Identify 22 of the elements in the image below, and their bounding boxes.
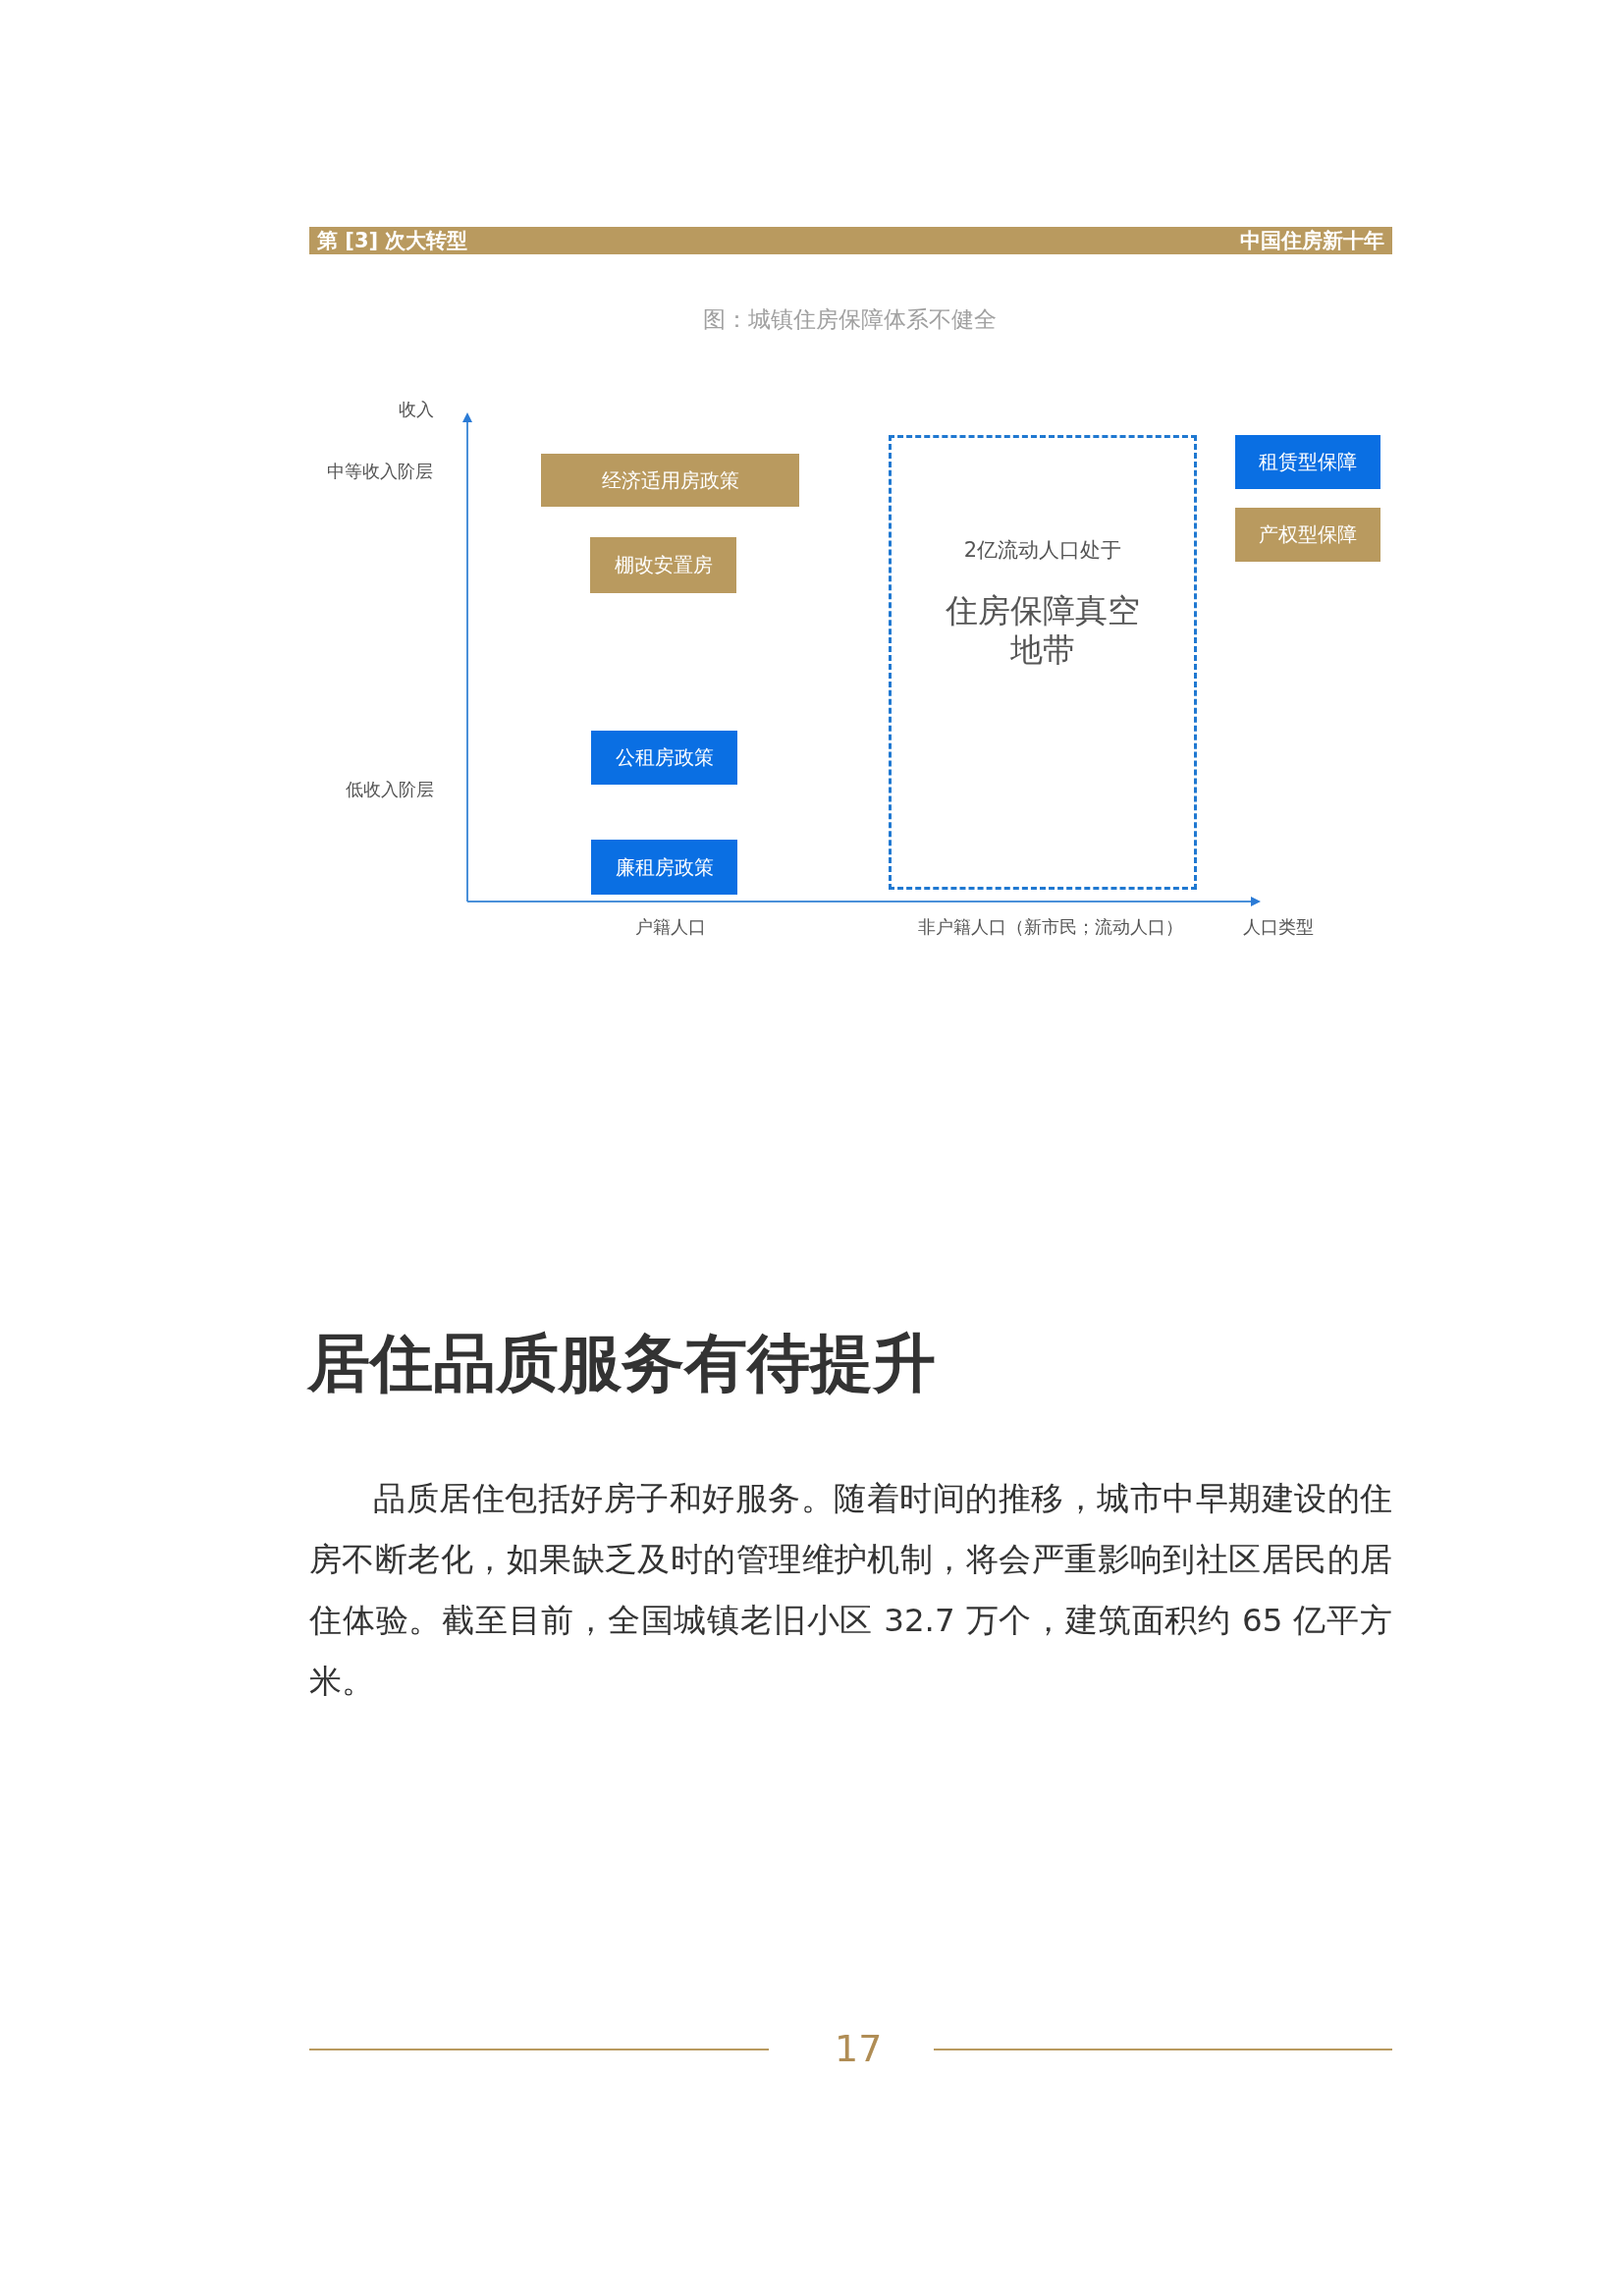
page-number: 17 [835,2027,883,2072]
axis-label: 中等收入阶层 [327,461,433,482]
book-title: 中国住房新十年 [1240,230,1384,251]
policy-box: 公租房政策 [591,731,737,785]
chapter-label: 第 [3] 次大转型 [317,230,468,251]
header-bar [309,227,1392,254]
region-subtitle: 2亿流动人口处于 [963,537,1122,564]
region-heading: 住房保障真空地带 [945,591,1141,671]
axis-label: 人口类型 [1243,916,1314,938]
policy-box: 棚改安置房 [590,537,736,593]
policy-box: 廉租房政策 [591,840,737,895]
policy-box: 产权型保障 [1235,508,1380,562]
section-heading: 居住品质服务有待提升 [307,1326,936,1401]
policy-box: 租赁型保障 [1235,435,1380,489]
axis-label: 户籍人口 [635,916,706,938]
body-paragraph: 品质居住包括好房子和好服务。随着时间的推移，城市中早期建设的住房不断老化，如果缺乏及时的管理维护机制，将会严重影响到社区居民的居住体验。截至目前，全国城镇老旧小区 32.7 万个，建筑面积约 65 亿平方米。 [309,1479,1392,1702]
axis-label: 非户籍人口（新市民；流动人口） [918,916,1183,938]
figure-title: 图：城镇住房保障体系不健全 [701,306,998,334]
dashed-region [889,435,1197,890]
axis-label: 收入 [399,399,434,420]
axis-label: 低收入阶层 [346,779,434,800]
policy-box: 经济适用房政策 [541,454,799,507]
